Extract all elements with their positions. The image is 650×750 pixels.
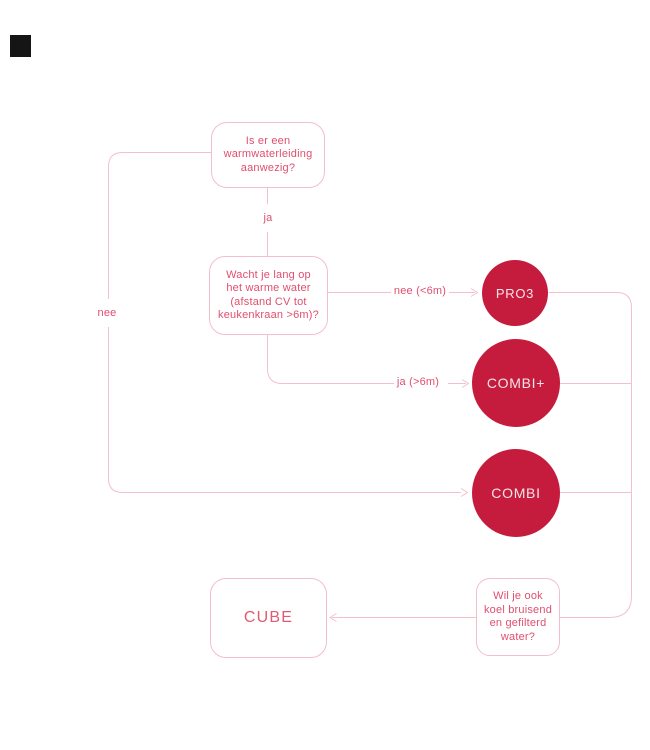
branch-label-nee: nee <box>97 307 117 319</box>
question-line: aanwezig? <box>240 161 296 174</box>
connector-nee-top <box>108 152 211 299</box>
connector-nee-bottom <box>108 327 461 493</box>
branch-label-nee-lt6m: nee (<6m) <box>393 285 447 297</box>
question-line: het warme water <box>226 282 311 294</box>
question-line: Wacht je lang op <box>226 268 311 281</box>
connector-combiplus-left <box>267 333 394 384</box>
product-node-combi-plus: COMBI+ <box>472 339 560 427</box>
question-line: keukenkraan >6m)? <box>218 309 319 321</box>
arrowhead-cube <box>329 613 337 622</box>
question-line: koel bruisend <box>483 603 553 616</box>
arrowhead-pro3 <box>470 288 479 297</box>
branch-label-ja: ja <box>263 212 273 224</box>
question-line: en gefilterd <box>489 617 547 629</box>
branch-label-ja-gt6m: ja (>6m) <box>396 376 440 388</box>
question-line: water? <box>500 630 536 643</box>
question-line: warmwaterleiding <box>223 148 313 161</box>
connector-pro3-to-rail <box>548 292 632 618</box>
arrowhead-combiplus <box>461 379 470 388</box>
product-node-pro3: PRO3 <box>482 260 548 326</box>
question-koel-bruisend: Wil je ook koel bruisend en gefilterd wa… <box>476 578 560 656</box>
question-line: Wil je ook <box>493 590 543 602</box>
question-wachttijd: Wacht je lang op het warme water (afstan… <box>209 256 328 335</box>
product-node-cube: CUBE <box>210 578 327 658</box>
arrowhead-combi <box>460 488 469 497</box>
product-label: PRO3 <box>495 285 535 301</box>
dark-corner-square <box>10 35 31 57</box>
product-label: COMBI <box>491 485 541 501</box>
question-line: (afstand CV tot <box>230 295 307 308</box>
product-node-combi: COMBI <box>472 449 560 537</box>
question-line: Is er een <box>245 134 291 147</box>
product-label: CUBE <box>243 609 294 627</box>
product-label: COMBI+ <box>486 375 546 391</box>
question-warmwaterleiding: Is er een warmwaterleiding aanwezig? <box>211 122 325 188</box>
